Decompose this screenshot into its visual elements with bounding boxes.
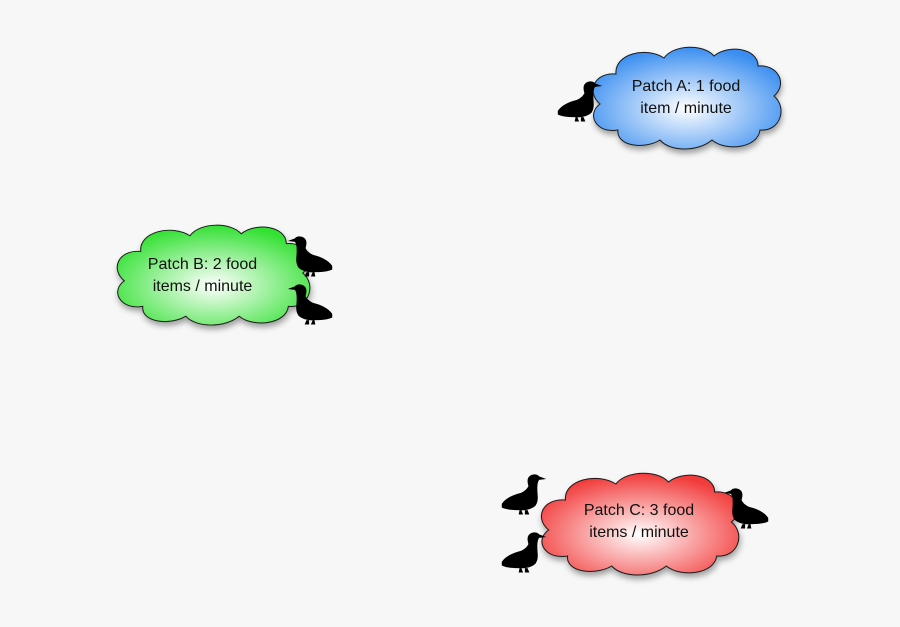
patch-b-label-line1: Patch B: 2 food: [147, 256, 258, 273]
patch-a-label: Patch A: 1 food item / minute: [586, 76, 786, 120]
duck-icon: [286, 234, 334, 280]
duck-icon: [500, 472, 548, 518]
patch-b-label: Patch B: 2 food items / minute: [110, 254, 295, 298]
patch-a-label-line1: Patch A: 1 food: [631, 78, 741, 95]
duck-icon: [722, 486, 770, 532]
duck-icon: [286, 282, 334, 328]
patch-b: Patch B: 2 food items / minute: [110, 222, 315, 328]
duck-icon: [500, 530, 548, 576]
patch-b-label-line2: items / minute: [152, 278, 253, 295]
patch-c-label-line2: items / minute: [589, 524, 689, 541]
patch-c-label: Patch C: 3 food items / minute: [534, 500, 744, 544]
duck-icon: [556, 79, 604, 125]
patch-c-label-line1: Patch C: 3 food: [583, 502, 695, 519]
patch-a-label-line2: item / minute: [640, 100, 732, 117]
patch-a: Patch A: 1 food item / minute: [586, 44, 786, 152]
patch-c: Patch C: 3 food items / minute: [534, 470, 744, 578]
